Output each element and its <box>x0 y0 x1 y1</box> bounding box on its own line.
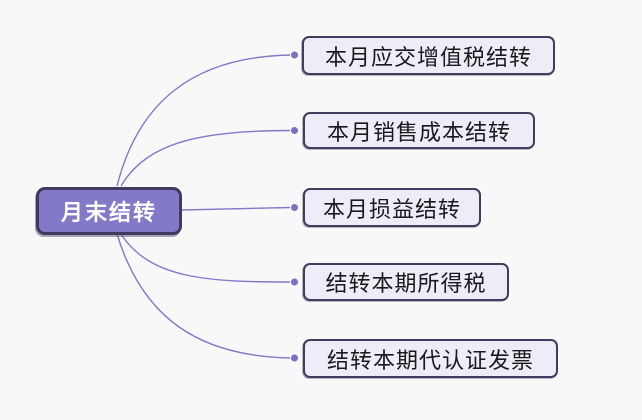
branch-node-income-tax-carryover[interactable]: 结转本期所得税 <box>303 263 509 301</box>
connector-dot-1 <box>291 51 298 59</box>
connector-branch-5 <box>116 233 291 359</box>
branch-node-vat-carryover[interactable]: 本月应交增值税结转 <box>302 36 555 75</box>
connector-branch-4 <box>120 233 291 283</box>
connector-branch-1 <box>116 54 291 187</box>
branch-node-certified-invoice-carryover[interactable]: 结转本期代认证发票 <box>303 339 558 378</box>
connector-branch-2 <box>120 129 291 187</box>
connector-dot-3 <box>291 204 298 211</box>
connector-dot-4 <box>291 278 298 286</box>
connector-dot-5 <box>291 354 298 362</box>
connector-dot-2 <box>291 127 298 134</box>
branch-node-sales-cost-carryover[interactable]: 本月销售成本结转 <box>303 112 535 149</box>
connector-branch-3 <box>181 206 291 211</box>
branch-node-profit-loss-carryover[interactable]: 本月损益结转 <box>303 188 481 227</box>
root-node-month-end-carryover[interactable]: 月末结转 <box>36 187 182 235</box>
